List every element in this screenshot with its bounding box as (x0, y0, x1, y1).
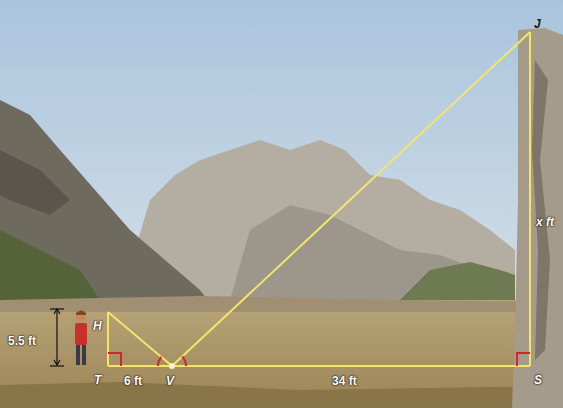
bushes (0, 230, 100, 310)
label-holder: 5.5 ft (8, 331, 36, 349)
dimension-label: 6 ft (124, 374, 142, 388)
label-holder: x ft (536, 212, 554, 230)
height-bracket (50, 309, 64, 366)
point-label: S (534, 373, 542, 387)
point-label: T (94, 373, 101, 387)
dimension-label: 34 ft (332, 374, 357, 388)
point-label: J (534, 17, 541, 31)
stone-wall (0, 296, 563, 312)
label-holder: S (534, 370, 542, 388)
point-label: V (166, 374, 174, 388)
person (75, 311, 87, 366)
ground (0, 300, 563, 408)
dimension-label: 5.5 ft (8, 334, 36, 348)
foreground (0, 382, 563, 408)
label-holder: H (93, 316, 102, 334)
unknown-height: x ft (536, 215, 554, 229)
trees (400, 262, 515, 305)
triangle-lines (108, 32, 530, 366)
label-holder: 6 ft (124, 371, 142, 389)
label-holder: T (94, 370, 101, 388)
vertex-point (169, 363, 175, 369)
mid-rocks (230, 205, 515, 310)
label-holder: J (534, 14, 541, 32)
label-holder: 34 ft (332, 371, 357, 389)
cliff-shadow (0, 150, 70, 215)
left-cliff (0, 100, 215, 310)
label-holder: V (166, 371, 174, 389)
right-cliff (512, 28, 563, 408)
cliff-crack (532, 60, 550, 360)
point-label: H (93, 319, 102, 333)
